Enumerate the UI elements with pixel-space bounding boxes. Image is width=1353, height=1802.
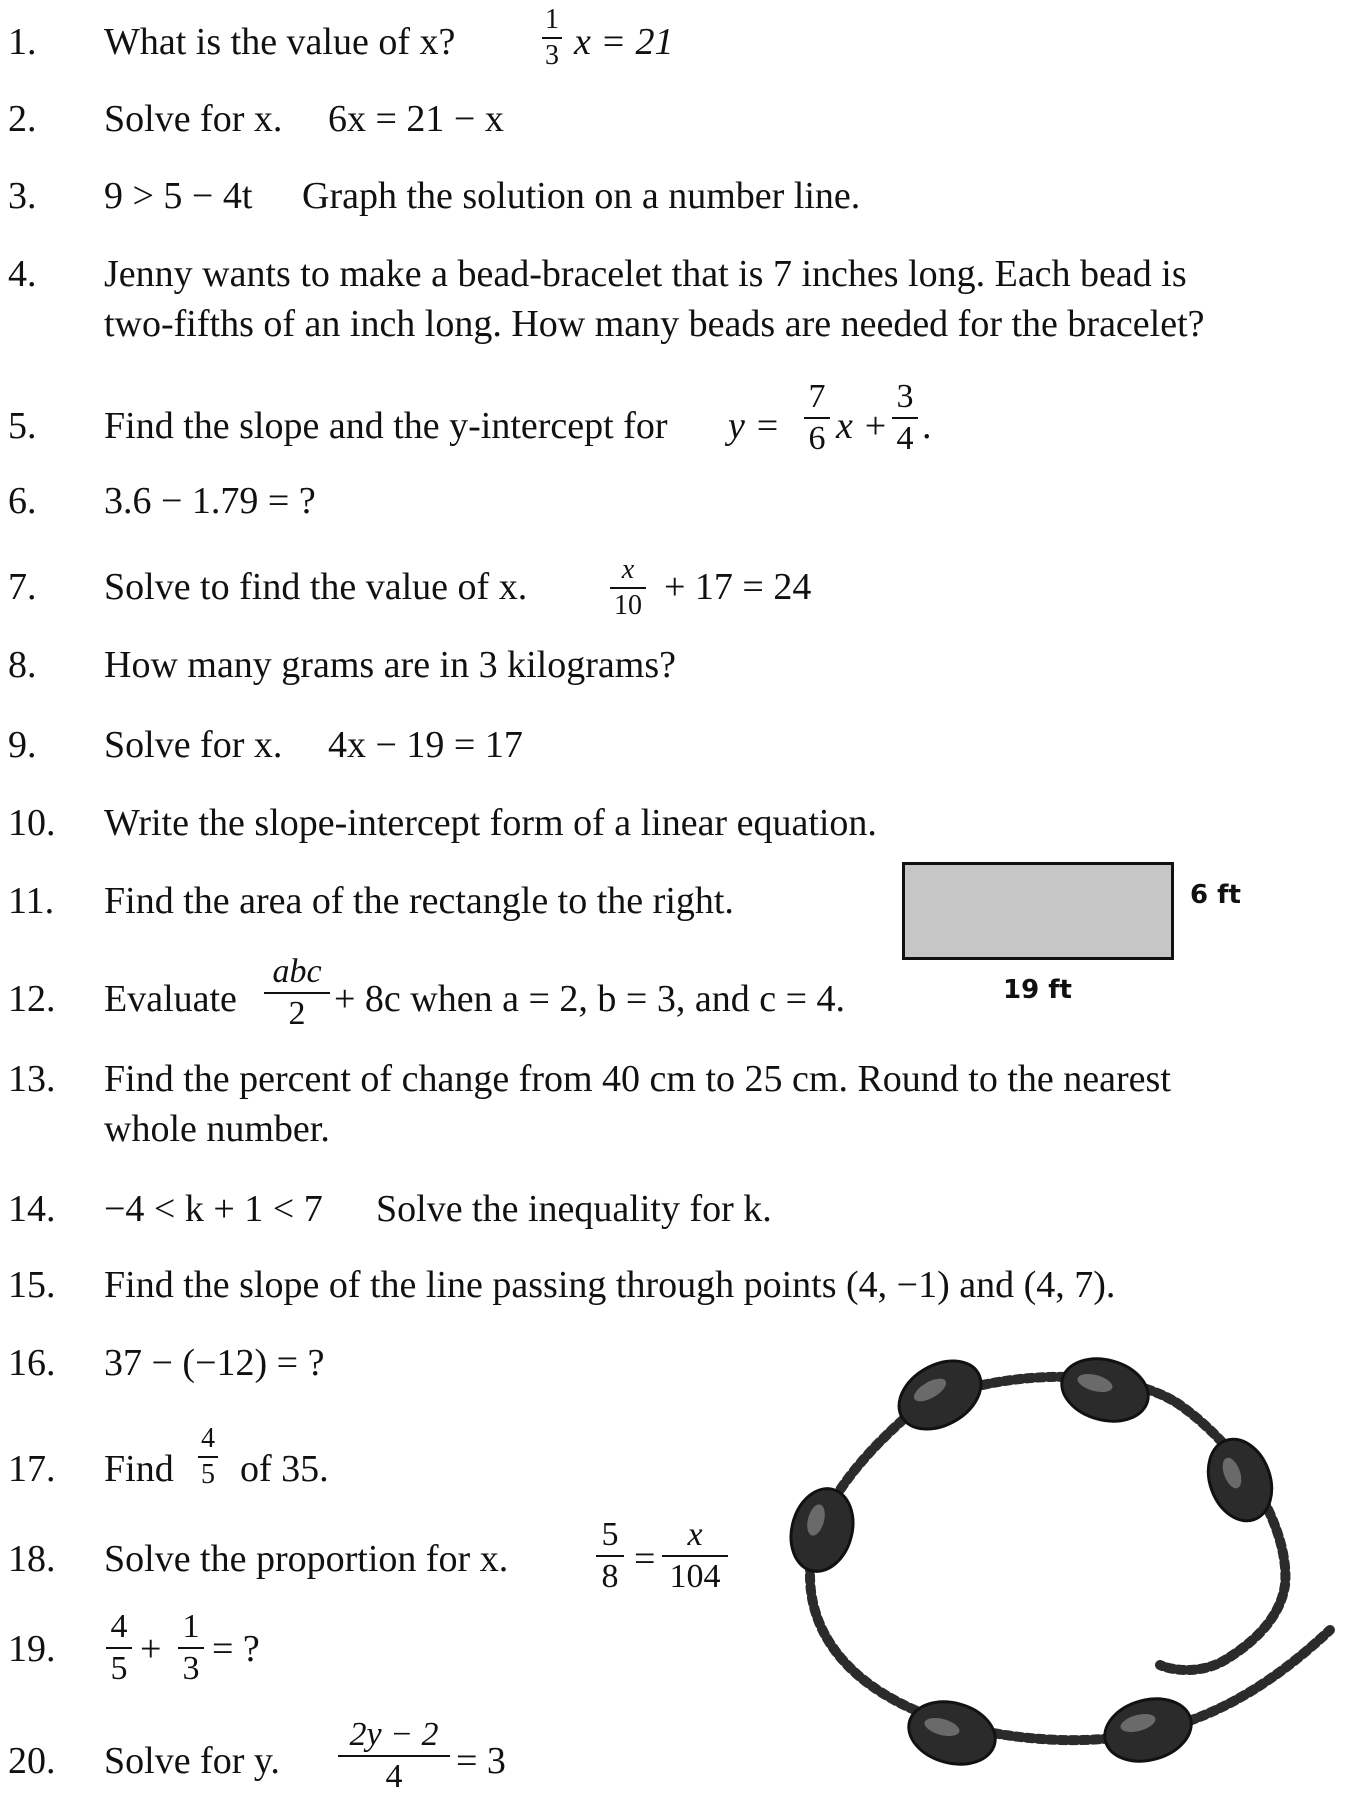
equation: 6x = 21 − x [328, 98, 504, 140]
bead [1103, 1697, 1193, 1763]
problem-number: 19. [8, 1628, 56, 1670]
bead-bracelet-illustration [789, 1357, 1335, 1766]
problem-text: Solve for x. [104, 724, 283, 766]
problem-number: 16. [8, 1342, 56, 1384]
problem-text: Graph the solution on a number line. [302, 175, 861, 217]
problem-text: Evaluate [104, 978, 237, 1020]
expression: + 8c when a = 2, b = 3, and c = 4. [334, 978, 845, 1020]
problem-tail: = ? [212, 1628, 260, 1670]
problem-text: Write the slope-intercept form of a line… [104, 802, 877, 844]
rectangle-width-label: 19 ft [1003, 975, 1072, 1005]
plus: + [140, 1628, 162, 1670]
problem-number: 1. [8, 21, 37, 63]
problem-text: Find the slope of the line passing throu… [104, 1264, 1116, 1306]
problem-text: Solve for y. [104, 1740, 280, 1782]
equation-middle: x + [836, 405, 889, 447]
problem-text: Solve the proportion for x. [104, 1538, 509, 1580]
problem-number: 13. [8, 1058, 56, 1100]
equation: x = 21 [574, 21, 674, 63]
problem-number: 20. [8, 1740, 56, 1782]
problem-text: Find the area of the rectangle to the ri… [104, 880, 734, 922]
problem-number: 2. [8, 98, 37, 140]
problem-number: 5. [8, 405, 37, 447]
equation: + 17 = 24 [664, 566, 812, 608]
problem-text: Find the slope and the y-intercept for [104, 405, 668, 447]
problem-number: 4. [8, 253, 37, 295]
problem-text: Find [104, 1448, 174, 1490]
problem-text-line-1: Find the percent of change from 40 cm to… [104, 1058, 1171, 1100]
bead [789, 1487, 855, 1573]
problem-text: Solve the inequality for k. [376, 1188, 772, 1230]
equation: 3.6 − 1.79 = ? [104, 480, 316, 522]
problem-number: 8. [8, 644, 37, 686]
problem-text: Solve for x. [104, 98, 283, 140]
problem-text-line-2: whole number. [104, 1108, 330, 1150]
equation-prefix: y = [728, 405, 781, 447]
inequality: 9 > 5 − 4t [104, 175, 253, 217]
problem-number: 14. [8, 1188, 56, 1230]
equation: 37 − (−12) = ? [104, 1342, 325, 1384]
bead [897, 1359, 983, 1431]
equation: 4x − 19 = 17 [328, 724, 523, 766]
problem-number: 11. [8, 880, 55, 922]
problem-text-line-1: Jenny wants to make a bead-bracelet that… [104, 253, 1187, 295]
problem-text: Solve to find the value of x. [104, 566, 528, 608]
problem-text-line-2: two-fifths of an inch long. How many bea… [104, 303, 1205, 345]
problem-number: 17. [8, 1448, 56, 1490]
problem-text: How many grams are in 3 kilograms? [104, 644, 676, 686]
rectangle-figure [902, 862, 1174, 960]
problem-number: 10. [8, 802, 56, 844]
problem-tail: = 3 [456, 1740, 506, 1782]
problem-text: What is the value of x? [104, 21, 456, 63]
problem-number: 7. [8, 566, 37, 608]
inequality: −4 < k + 1 < 7 [104, 1188, 323, 1230]
problem-number: 6. [8, 480, 37, 522]
rectangle-height-label: 6 ft [1190, 880, 1241, 910]
period: . [922, 405, 932, 447]
problem-tail: of 35. [240, 1448, 329, 1490]
problem-number: 12. [8, 978, 56, 1020]
problem-number: 3. [8, 175, 37, 217]
problem-number: 18. [8, 1538, 56, 1580]
equals: = [634, 1538, 656, 1580]
problem-number: 15. [8, 1264, 56, 1306]
problem-number: 9. [8, 724, 37, 766]
